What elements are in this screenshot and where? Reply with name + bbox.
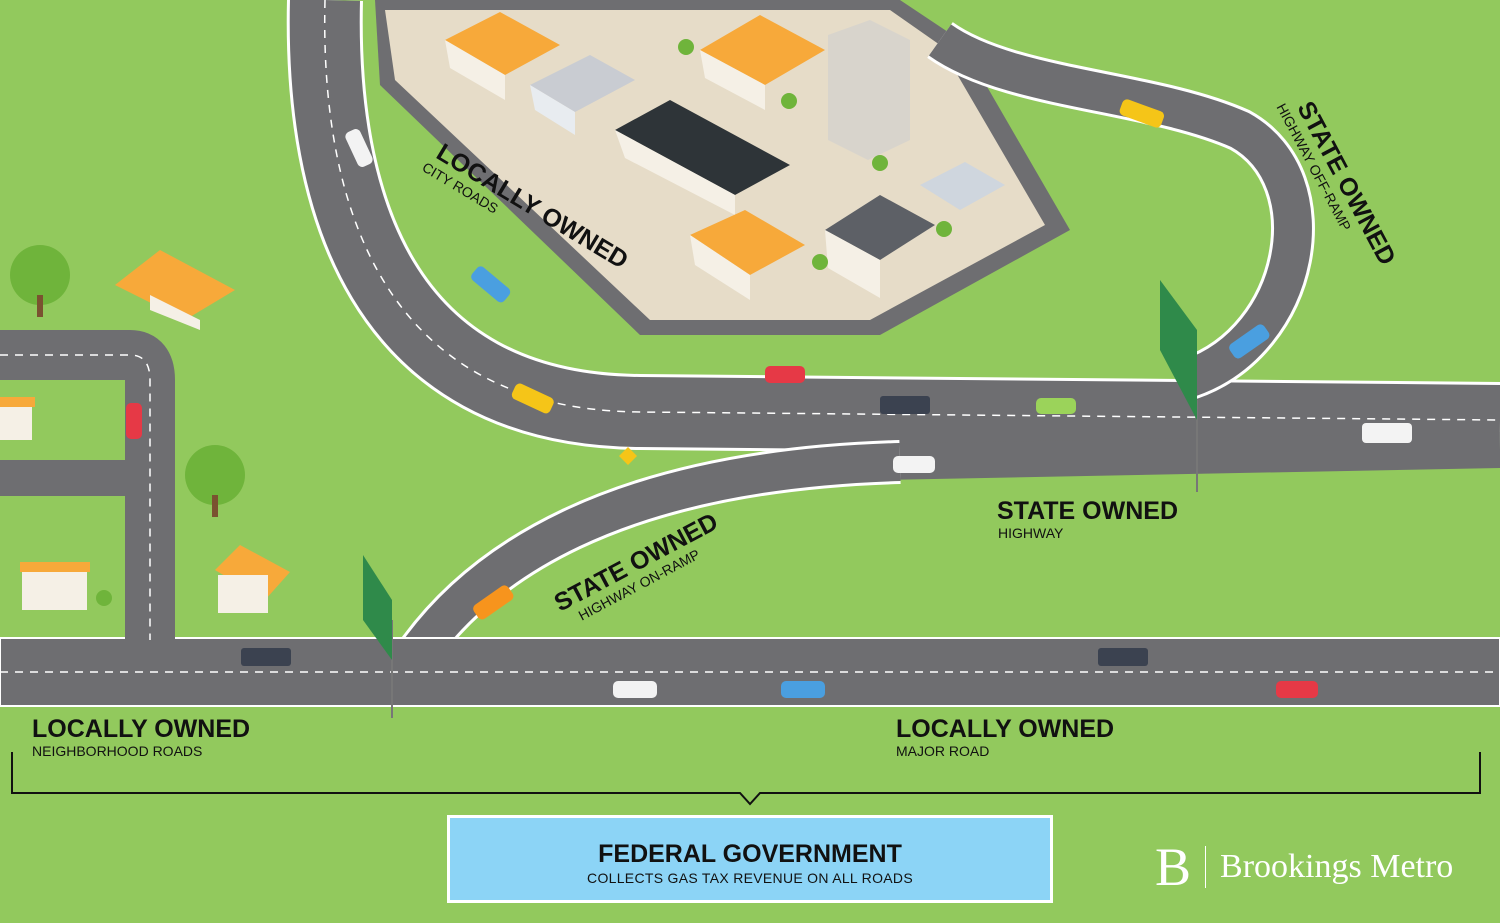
svg-text:NEIGHBORHOOD ROADS: NEIGHBORHOOD ROADS bbox=[32, 743, 202, 759]
label-highway: STATE OWNED HIGHWAY bbox=[997, 497, 1178, 541]
federal-title: FEDERAL GOVERNMENT bbox=[598, 840, 902, 868]
brookings-metro-logo: B Brookings Metro bbox=[1155, 837, 1454, 897]
brand-divider bbox=[1205, 846, 1207, 888]
cars bbox=[126, 99, 1412, 698]
svg-text:STATE OWNED: STATE OWNED bbox=[997, 497, 1178, 525]
trees bbox=[10, 39, 952, 606]
svg-text:HIGHWAY: HIGHWAY bbox=[998, 525, 1064, 541]
svg-text:LOCALLY OWNED: LOCALLY OWNED bbox=[896, 715, 1114, 743]
federal-subtitle: COLLECTS GAS TAX REVENUE ON ALL ROADS bbox=[587, 870, 913, 886]
svg-text:MAJOR ROAD: MAJOR ROAD bbox=[896, 743, 989, 759]
svg-text:LOCALLY OWNED: LOCALLY OWNED bbox=[32, 715, 250, 743]
label-neighborhood-roads: LOCALLY OWNED NEIGHBORHOOD ROADS bbox=[32, 715, 250, 759]
brand-mark: B bbox=[1155, 837, 1192, 897]
bracket bbox=[11, 752, 1481, 806]
brand-name: Brookings Metro bbox=[1220, 848, 1454, 885]
federal-government-box: FEDERAL GOVERNMENT COLLECTS GAS TAX REVE… bbox=[447, 815, 1053, 903]
highway-signs bbox=[363, 280, 1198, 718]
highway[interactable] bbox=[879, 432, 1500, 480]
buildings bbox=[0, 12, 1005, 613]
label-major-road: LOCALLY OWNED MAJOR ROAD bbox=[896, 715, 1114, 759]
